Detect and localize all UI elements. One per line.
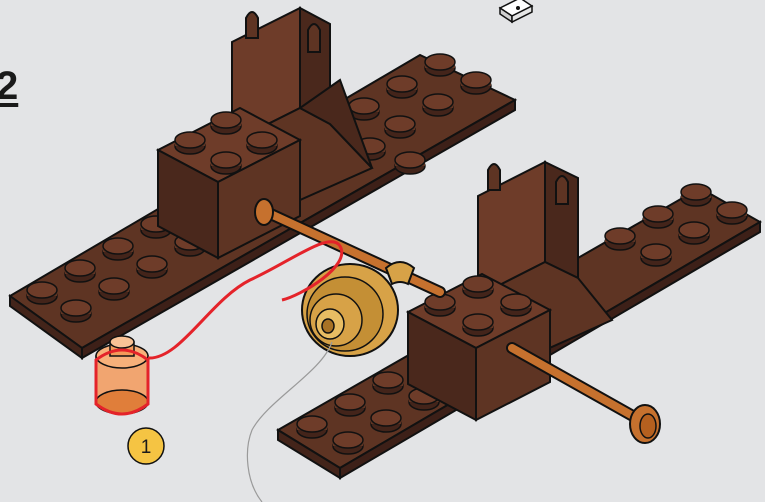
gold-gear <box>302 262 414 356</box>
quantity-label: 1 <box>141 437 152 458</box>
trans-orange-round-brick <box>96 336 148 414</box>
lower-axle <box>512 348 660 443</box>
quantity-badge: 1 <box>128 428 164 464</box>
mini-figure-icon <box>500 0 532 22</box>
